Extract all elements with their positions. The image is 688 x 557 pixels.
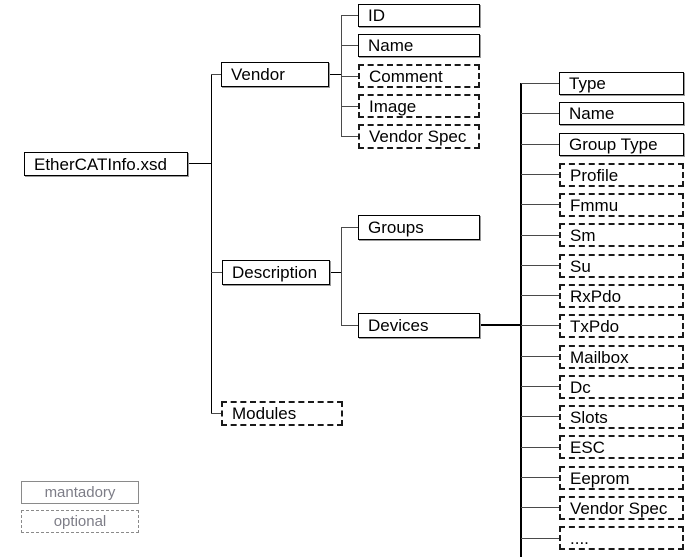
- edge-devices-to-profile: [521, 174, 560, 175]
- edge-devices-to-su: [521, 265, 560, 266]
- edge-devices-to-rxpdo: [521, 295, 560, 296]
- node-device-profile[interactable]: Profile: [559, 163, 684, 187]
- node-device-esc[interactable]: ESC: [559, 435, 684, 459]
- edge-vendor-to-vendorspec: [341, 136, 359, 137]
- node-label: Type: [569, 74, 606, 93]
- node-label: Group Type: [569, 135, 658, 154]
- node-root-ethercatinfo[interactable]: EtherCATInfo.xsd: [24, 152, 188, 176]
- node-device-dc[interactable]: Dc: [559, 375, 684, 399]
- edge-description-stub: [330, 272, 342, 273]
- edge-devices-to-esc: [521, 447, 560, 448]
- node-device-vendorspec[interactable]: Vendor Spec: [559, 496, 684, 520]
- edge-description-to-groups: [341, 227, 359, 228]
- edge-vendor-to-comment: [341, 76, 359, 77]
- node-label: TxPdo: [570, 316, 620, 336]
- edge-description-trunk: [341, 227, 342, 326]
- node-label: Vendor Spec: [369, 127, 467, 146]
- edge-vendor-stub: [329, 74, 342, 75]
- node-device-rxpdo[interactable]: RxPdo: [559, 284, 684, 308]
- edge-root-to-description: [211, 272, 223, 273]
- edge-devices-to-txpdo: [521, 325, 560, 326]
- node-label: Profile: [570, 165, 619, 185]
- node-device-eeprom[interactable]: Eeprom: [559, 466, 684, 490]
- edge-root-trunk: [211, 74, 212, 414]
- node-label: Devices: [368, 316, 429, 335]
- node-label: Dc: [570, 377, 591, 397]
- node-vendor-id[interactable]: ID: [358, 4, 480, 27]
- node-modules[interactable]: Modules: [221, 401, 343, 426]
- node-label: Vendor Spec: [570, 498, 668, 518]
- node-device-name[interactable]: Name: [559, 102, 684, 125]
- node-label: Description: [232, 263, 318, 282]
- edge-vendor-to-name: [341, 45, 359, 46]
- node-device-more[interactable]: ....: [559, 526, 684, 550]
- legend-mandatory: mantadory: [21, 481, 139, 504]
- node-device-grouptype[interactable]: Group Type: [559, 133, 684, 156]
- node-vendor-comment[interactable]: Comment: [358, 64, 480, 88]
- node-label: ....: [570, 528, 589, 548]
- node-label: Eeprom: [570, 468, 630, 488]
- edge-devices-stub: [480, 324, 522, 326]
- node-label: Su: [570, 256, 591, 276]
- edge-devices-to-eeprom: [521, 477, 560, 478]
- node-device-su[interactable]: Su: [559, 254, 684, 278]
- node-vendor[interactable]: Vendor: [221, 62, 329, 87]
- edge-vendor-to-id: [341, 15, 359, 16]
- edge-devices-to-more: [521, 538, 560, 539]
- node-label: Modules: [232, 404, 297, 423]
- edge-description-to-devices: [341, 325, 359, 326]
- edge-devices-to-sm: [521, 235, 560, 236]
- node-groups[interactable]: Groups: [358, 215, 480, 240]
- node-vendor-name[interactable]: Name: [358, 34, 480, 57]
- node-label: Groups: [368, 218, 424, 237]
- edge-vendor-to-image: [341, 106, 359, 107]
- edge-devices-to-slots: [521, 416, 560, 417]
- node-device-mailbox[interactable]: Mailbox: [559, 345, 684, 369]
- node-label: Name: [569, 104, 615, 123]
- node-devices[interactable]: Devices: [358, 313, 480, 338]
- node-device-type[interactable]: Type: [559, 72, 684, 95]
- legend-label: mantadory: [44, 484, 116, 501]
- edge-devices-to-vendorspec: [521, 507, 560, 508]
- edge-root-to-vendor: [211, 74, 222, 75]
- edge-devices-to-mailbox: [521, 356, 560, 357]
- node-label: ID: [368, 6, 385, 25]
- node-label: Slots: [570, 407, 608, 427]
- node-label: Sm: [570, 225, 596, 245]
- edge-devices-trunk: [520, 83, 522, 557]
- node-label: RxPdo: [570, 286, 622, 306]
- node-label: Fmmu: [570, 195, 619, 215]
- edge-devices-to-fmmu: [521, 204, 560, 205]
- node-vendor-image[interactable]: Image: [358, 94, 480, 118]
- node-label: ESC: [570, 437, 605, 457]
- node-label: Comment: [369, 66, 443, 86]
- node-device-fmmu[interactable]: Fmmu: [559, 193, 684, 217]
- node-device-sm[interactable]: Sm: [559, 223, 684, 247]
- node-label: Image: [369, 96, 417, 116]
- edge-devices-to-grouptype: [521, 144, 560, 145]
- edge-devices-to-type: [521, 83, 560, 84]
- legend-label: optional: [53, 513, 107, 530]
- edge-root-stub: [188, 163, 212, 164]
- node-label: Name: [368, 36, 414, 55]
- edge-devices-to-name: [521, 113, 560, 114]
- legend-optional: optional: [21, 510, 139, 533]
- edge-root-to-modules: [211, 413, 222, 414]
- node-device-txpdo[interactable]: TxPdo: [559, 314, 684, 338]
- node-vendor-vendorspec[interactable]: Vendor Spec: [358, 124, 480, 149]
- node-label: Mailbox: [570, 347, 629, 367]
- node-device-slots[interactable]: Slots: [559, 405, 684, 429]
- node-description[interactable]: Description: [222, 260, 330, 285]
- edge-devices-to-dc: [521, 386, 560, 387]
- node-label: EtherCATInfo.xsd: [34, 154, 167, 174]
- node-label: Vendor: [231, 65, 285, 84]
